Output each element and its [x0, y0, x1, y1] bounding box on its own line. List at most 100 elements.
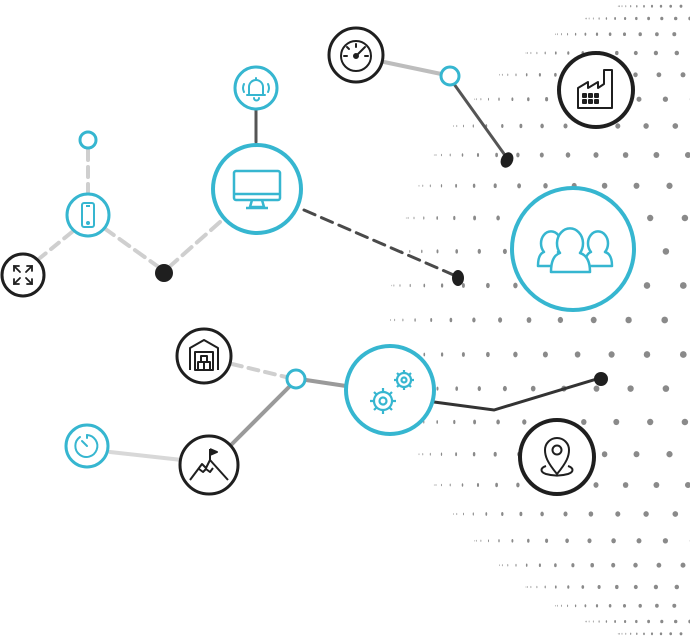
globe-dot: [461, 283, 465, 288]
globe-dot: [522, 419, 527, 425]
globe-dot: [565, 152, 571, 158]
globe-dot: [540, 123, 544, 129]
globe-dot: [480, 97, 482, 101]
globe-dot: [516, 482, 520, 488]
globe-dot: [453, 215, 456, 221]
globe-dot: [662, 248, 670, 255]
globe-dot: [588, 17, 590, 20]
globe-dot: [517, 183, 522, 189]
globe-dot: [409, 249, 411, 253]
globe-dot: [433, 154, 435, 156]
connector-warehouse: [230, 362, 288, 379]
globe-dot: [681, 418, 689, 426]
globe-dot: [672, 511, 679, 517]
users-group-icon: [536, 227, 614, 274]
globe-dot: [674, 50, 680, 56]
globe-dot: [625, 316, 632, 324]
connector-speedometer: [382, 60, 448, 77]
globe-dot: [595, 32, 599, 36]
globe-dot: [436, 216, 439, 220]
node-users: [510, 186, 636, 312]
junction-dot: [155, 264, 173, 282]
globe-dot: [611, 562, 616, 568]
globe-dot: [449, 483, 451, 487]
globe-dot: [647, 16, 651, 21]
globe-dot: [474, 98, 476, 100]
monitor-icon: [232, 169, 282, 210]
globe-dot: [592, 620, 594, 623]
globe-dot: [585, 17, 587, 20]
globe-dot: [463, 124, 464, 128]
globe-dot: [684, 481, 690, 489]
globe-dot: [647, 418, 654, 426]
globe-dot: [627, 385, 634, 392]
globe-dot: [515, 563, 517, 567]
globe-dot: [556, 33, 558, 36]
globe-dot: [624, 619, 627, 624]
connector-timer-mountain: [108, 450, 184, 462]
globe-dot: [630, 5, 632, 8]
globe-dot: [472, 183, 476, 188]
globe-dot: [544, 51, 546, 55]
globe-dot: [405, 217, 407, 219]
globe-dot: [588, 620, 590, 623]
globe-dot: [525, 586, 527, 588]
globe-dot: [614, 17, 617, 20]
globe-dot: [571, 563, 575, 568]
globe-dot: [423, 352, 426, 357]
globe-dot: [679, 351, 687, 358]
globe-dot: [461, 483, 464, 487]
globe-dot: [440, 452, 443, 456]
globe-dot: [560, 604, 562, 607]
globe-dot: [556, 604, 558, 607]
globe-dot: [407, 216, 409, 220]
globe-dot: [456, 124, 458, 128]
globe-dot: [418, 184, 420, 187]
globe-dot: [473, 215, 477, 221]
globe-dot: [536, 51, 538, 55]
globe-dot: [672, 603, 677, 608]
globe-dot: [636, 96, 642, 102]
globe-dot: [507, 73, 509, 77]
factory-icon: [577, 69, 613, 109]
globe-dot: [511, 97, 514, 102]
connector-gears-globe: [432, 376, 602, 412]
globe-dot: [526, 317, 532, 323]
globe-dot: [542, 351, 548, 358]
globe-dot: [453, 419, 456, 425]
globe-dot: [391, 284, 393, 287]
globe-dot: [473, 419, 477, 425]
globe-dot: [588, 511, 594, 517]
globe-dot: [554, 585, 557, 589]
globe-dot: [595, 604, 599, 608]
globe-dot: [615, 511, 621, 517]
globe-dot: [622, 152, 629, 158]
globe-dot: [554, 72, 557, 77]
dotted-globe: [390, 4, 690, 636]
globe-dot: [414, 318, 416, 322]
globe-dot: [586, 620, 587, 623]
globe-dot: [586, 17, 587, 20]
globe-dot: [680, 562, 686, 568]
globe-dot: [608, 604, 612, 608]
globe-dot: [674, 619, 678, 624]
globe-dot: [643, 123, 649, 129]
globe-dot: [574, 351, 581, 358]
globe-dot: [655, 603, 659, 608]
globe-dot: [563, 511, 568, 517]
globe-dot: [485, 512, 488, 516]
globe-dot: [574, 32, 577, 36]
globe-dot: [643, 4, 645, 8]
globe-dot: [476, 153, 480, 157]
globe-dot: [413, 216, 415, 220]
connector-phone-expand: [38, 230, 74, 260]
speedometer-icon: [340, 40, 372, 72]
globe-dot: [567, 51, 570, 55]
globe-dot: [674, 584, 680, 590]
globe-dot: [635, 619, 638, 624]
globe-dot: [516, 152, 520, 158]
junction-dot: [500, 152, 514, 168]
globe-dot: [430, 317, 433, 323]
node-factory: [557, 51, 635, 129]
globe-dot: [557, 316, 564, 324]
